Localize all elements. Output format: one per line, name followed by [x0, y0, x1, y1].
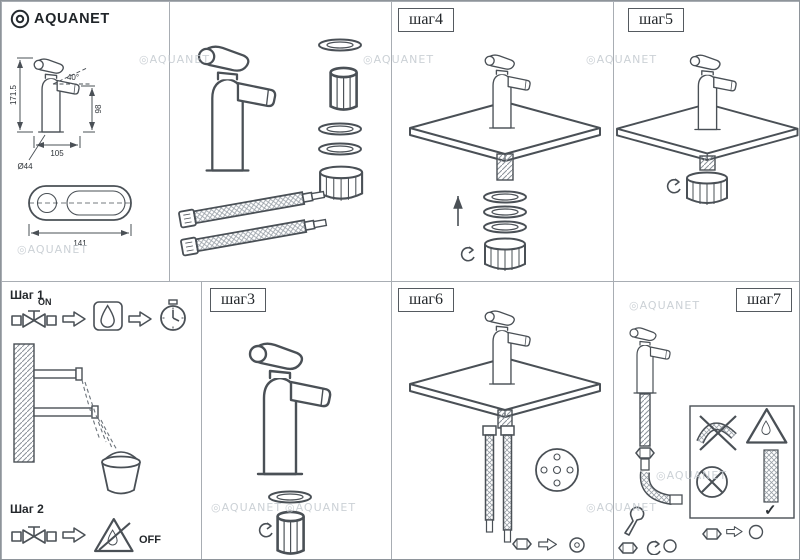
- warning-box: ✓: [689, 405, 795, 519]
- panel-dimensions: AQUANET 171.5 98 40° 105 Ø4: [1, 1, 170, 282]
- check-mark: ✓: [764, 502, 777, 519]
- exploded-drawing: [177, 38, 364, 257]
- arrow-icon: [726, 526, 743, 538]
- gasket-icon: [318, 38, 362, 52]
- fitting-icon: [569, 537, 585, 553]
- hex-nut-icon: [512, 538, 532, 550]
- step7-tag: шаг7: [736, 288, 792, 312]
- mounting-nut-icon: [686, 171, 728, 206]
- faucet-side-view: [33, 58, 80, 133]
- threaded-rod: [639, 393, 651, 447]
- step5-tag: шаг5: [628, 8, 684, 32]
- panel-step1-step2: Шаг 1 Шаг 2 ON: [1, 281, 202, 559]
- gasket-icon: [483, 190, 527, 204]
- hex-nut-icon: [618, 542, 638, 554]
- step1-label: Шаг 1: [10, 288, 44, 302]
- threaded-shank: [699, 155, 716, 171]
- flexible-hose-icon: [482, 425, 497, 533]
- no-bend-hose-icon: [696, 415, 737, 451]
- gasket-icon: [483, 205, 527, 219]
- no-circle-icon: [696, 466, 728, 498]
- step6-drawing: [409, 310, 601, 553]
- panel-step3: шаг3: [201, 281, 392, 559]
- brand-logo-icon: [10, 9, 30, 29]
- hose-strip-icon: [763, 449, 779, 503]
- valve-icon: [11, 526, 57, 544]
- panel-exploded-view: [169, 1, 392, 282]
- rotate-arrow-icon: [460, 246, 475, 262]
- water-stream-drawing: [81, 379, 118, 451]
- threaded-shank: [496, 153, 514, 181]
- dim-base-length: 141: [73, 239, 87, 248]
- arrow-icon: [62, 311, 86, 327]
- dim-height: 171.5: [9, 84, 18, 105]
- flexible-hose-icon: [500, 425, 515, 543]
- dimension-drawing: 171.5 98 40° 105 Ø44: [9, 57, 132, 248]
- mounting-sleeve-icon: [276, 510, 305, 556]
- gasket-icon: [318, 122, 362, 136]
- arrow-icon: [62, 527, 86, 543]
- dim-angle: 40°: [67, 73, 79, 82]
- step1-step2-drawing: ON: [11, 297, 186, 553]
- threaded-tube-icon: [329, 66, 358, 112]
- arrow-icon: [128, 311, 152, 327]
- rotate-arrow-icon: [646, 540, 661, 555]
- step2-label: Шаг 2: [10, 502, 44, 516]
- timer-icon: [160, 299, 186, 331]
- step3-drawing: [248, 342, 332, 556]
- brand-name: AQUANET: [34, 11, 110, 27]
- pipes-drawing: [33, 367, 99, 419]
- faucet-drawing: [629, 327, 671, 394]
- fitting-icon: [663, 539, 677, 553]
- faucet-drawing: [248, 342, 332, 476]
- panel-step5: шаг5: [613, 1, 799, 282]
- dim-base-diameter: Ø44: [17, 162, 33, 171]
- wrench-icon: [624, 506, 645, 536]
- off-label: OFF: [139, 534, 161, 546]
- hex-nut-icon: [635, 447, 655, 459]
- hex-nut-icon: [702, 528, 722, 540]
- mounting-plate-icon: [535, 448, 579, 492]
- step6-tag: шаг6: [398, 288, 454, 312]
- dim-spout-height: 98: [94, 104, 103, 113]
- panel-step6: шаг6: [391, 281, 614, 559]
- step7-drawing: ✓: [618, 327, 795, 555]
- dim-reach: 105: [50, 149, 64, 158]
- mounting-nut-icon: [319, 165, 364, 202]
- rotate-arrow-icon: [258, 522, 273, 538]
- hose-curve-drawing: [639, 471, 683, 505]
- fitting-icon: [748, 524, 764, 540]
- panel-step4: шаг4: [391, 1, 614, 282]
- faucet-top-view: [28, 185, 132, 221]
- no-slash: [98, 522, 131, 551]
- washer-icon: [483, 220, 527, 234]
- brand-logo: AQUANET: [10, 9, 110, 29]
- gasket-icon: [318, 142, 362, 156]
- mounting-nut-icon: [484, 237, 526, 272]
- valve-icon: [11, 310, 57, 328]
- fitting-icon: [640, 458, 650, 471]
- step4-drawing: [409, 54, 601, 272]
- panel-step7: шаг7: [613, 281, 799, 559]
- wall-drawing: [13, 343, 35, 463]
- bucket-icon: [101, 451, 141, 495]
- rotate-arrow-icon: [666, 178, 681, 194]
- arrow-icon: [538, 538, 558, 551]
- step5-drawing: [616, 54, 799, 206]
- step3-tag: шаг3: [210, 288, 266, 312]
- gasket-icon: [268, 490, 312, 504]
- faucet-drawing: [197, 45, 277, 172]
- step4-tag: шаг4: [398, 8, 454, 32]
- on-label: ON: [38, 297, 52, 307]
